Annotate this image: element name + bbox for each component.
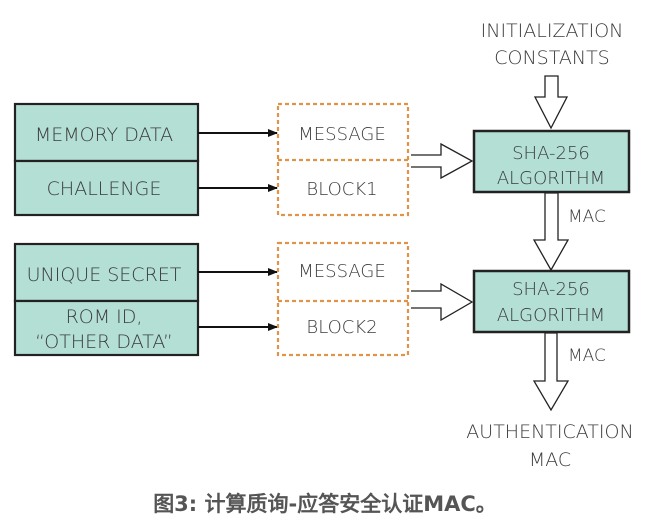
mac-arrow-1	[532, 192, 570, 272]
block2-to-sha2-arrow	[411, 282, 474, 322]
block1-label: BLOCK1	[306, 179, 377, 200]
mac-arrow-2	[532, 332, 570, 412]
input-box-unique-secret: UNIQUE SECRET	[13, 242, 200, 303]
sha2-subtitle: ALGORITHM	[497, 305, 605, 326]
sha256-block-1: SHA-256 ALGORITHM	[472, 129, 631, 194]
authentication-mac-label: AUTHENTICATION	[466, 421, 633, 443]
sha256-block-2: SHA-256 ALGORITHM	[472, 269, 631, 334]
sha2-title: SHA-256	[512, 279, 590, 300]
block2-label: BLOCK2	[306, 317, 377, 338]
rom-id-label: ROM ID,	[66, 306, 143, 328]
unique-secret-label: UNIQUE SECRET	[27, 264, 182, 286]
figure-caption: 图3: 计算质询-应答安全认证MAC。	[153, 492, 497, 516]
other-data-label: “OTHER DATA”	[35, 331, 173, 353]
message-label-1: MESSAGE	[298, 124, 385, 145]
message-block-2: MESSAGE BLOCK2	[276, 241, 410, 357]
input-box-rom-id: ROM ID, “OTHER DATA”	[13, 299, 200, 357]
init-constants-label: INITIALIZATION	[481, 20, 624, 42]
sha1-subtitle: ALGORITHM	[497, 168, 605, 189]
mac-label-1: MAC	[568, 207, 606, 227]
mac-label-2: MAC	[568, 346, 606, 366]
message-block-1: MESSAGE BLOCK1	[276, 102, 410, 217]
memory-data-label: MEMORY DATA	[35, 124, 173, 146]
authentication-mac-label-line2: MAC	[529, 449, 571, 471]
input-box-challenge: CHALLENGE	[13, 159, 200, 217]
challenge-label: CHALLENGE	[47, 178, 162, 200]
block1-to-sha1-arrow	[411, 142, 474, 180]
init-arrow	[533, 75, 569, 130]
input-box-memory-data: MEMORY DATA	[13, 102, 200, 163]
message-label-2: MESSAGE	[298, 261, 385, 282]
sha1-title: SHA-256	[512, 143, 590, 164]
init-constants-label-line2: CONSTANTS	[494, 47, 610, 69]
